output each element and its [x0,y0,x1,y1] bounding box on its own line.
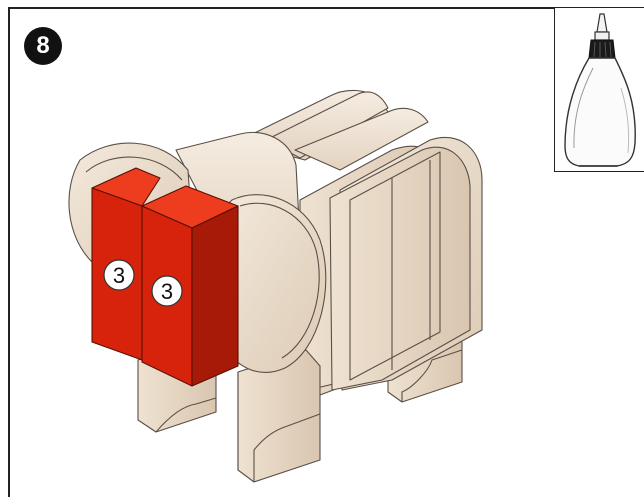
part-label-left: 3 [104,260,134,290]
part-label-right: 3 [152,276,182,306]
part-label-left-text: 3 [113,263,125,288]
part-label-right-text: 3 [161,279,173,304]
